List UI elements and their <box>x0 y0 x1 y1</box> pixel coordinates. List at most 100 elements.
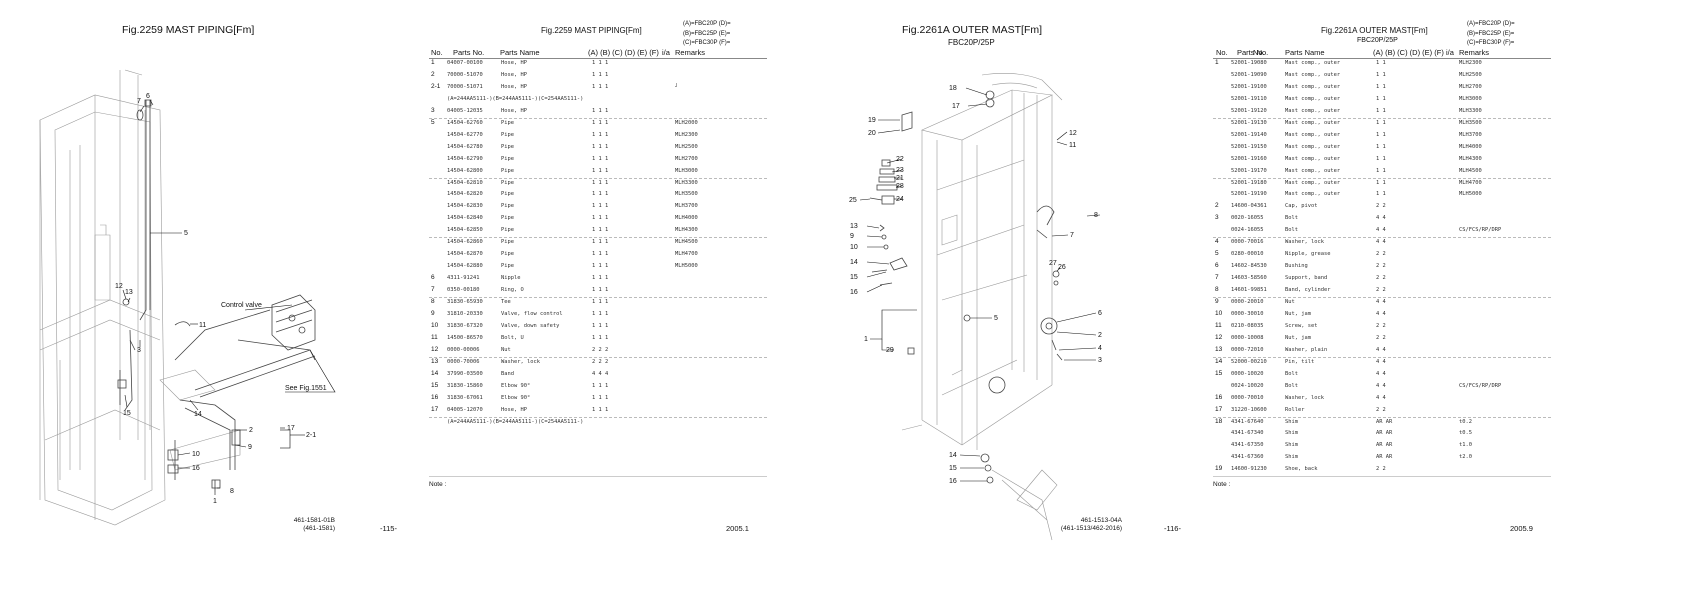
header-model-columns: (A) (B) (C) (D) (E) (F) <box>588 48 659 57</box>
part-name: Elbow 90° <box>501 394 531 401</box>
row-separator <box>429 356 767 358</box>
part-number: 14500-86570 <box>447 334 483 341</box>
part-name: Hose, HP <box>501 83 527 90</box>
remarks: MLH2500 <box>675 143 698 150</box>
remarks: MLH3700 <box>1459 131 1482 138</box>
part-number: 0000-00006 <box>447 346 480 353</box>
part-number: 0000-20010 <box>1231 299 1264 305</box>
callout-2: 2 <box>249 427 253 434</box>
part-number: (A=244AA5111-)(B=244AA5111-)(C=254AA5111… <box>447 95 584 102</box>
remarks: MLH2300 <box>1459 60 1482 66</box>
callout-26: 26 <box>1058 264 1066 271</box>
part-name: Bolt <box>1285 215 1298 222</box>
note-label: Note : <box>429 481 447 488</box>
row-number: 17 <box>1215 405 1223 413</box>
part-name: Bolt <box>1285 370 1298 377</box>
part-name: Ring, O <box>501 287 524 294</box>
part-name: Pipe <box>501 215 514 222</box>
callout-2: 2 <box>1098 332 1102 339</box>
part-name: Pipe <box>501 203 514 210</box>
quantity-by-model: 4 4 <box>1376 215 1386 222</box>
quantity-by-model: 1 1 1 <box>592 251 609 258</box>
part-number: 14504-62870 <box>447 251 483 258</box>
part-number: 31220-10600 <box>1231 406 1267 413</box>
part-name: Cap, pivot <box>1285 203 1318 210</box>
part-number: 0000-70006 <box>447 358 480 365</box>
part-name: Pipe <box>501 179 514 186</box>
callout-5: 5 <box>184 230 188 237</box>
remarks: MLH4700 <box>1459 179 1482 186</box>
part-number: 14504-62880 <box>447 263 483 270</box>
callout-15: 15 <box>850 274 858 281</box>
part-number: 52000-00210 <box>1231 358 1267 365</box>
quantity-by-model: 1 1 1 <box>592 167 609 174</box>
quantity-by-model: 1 1 <box>1376 95 1386 102</box>
part-number: 31830-67061 <box>447 394 483 401</box>
remarks: ┘ <box>675 83 679 90</box>
remarks: MLH4300 <box>1459 155 1482 162</box>
part-name: Nipple, grease <box>1285 251 1331 258</box>
figure-title: Fig.2259 MAST PIPING[Fm] <box>122 24 255 36</box>
part-number: 52001-19160 <box>1231 155 1267 162</box>
row-number: 14 <box>1215 357 1223 365</box>
quantity-by-model: 1 1 1 <box>592 382 609 389</box>
callout-19: 19 <box>868 117 876 124</box>
part-name: Mast comp., outer <box>1285 107 1341 114</box>
part-number: 52001-19130 <box>1231 119 1267 126</box>
part-number: 31830-15860 <box>447 382 483 389</box>
part-name: Hose, HP <box>501 71 527 78</box>
part-name: Pipe <box>501 167 514 174</box>
callout-17: 17 <box>952 103 960 110</box>
quantity-by-model: 1 1 1 <box>592 203 609 210</box>
legend-line: (A)=FBC20P (D)= <box>1467 21 1515 27</box>
callout-16: 16 <box>192 465 200 472</box>
remarks: MLH4000 <box>1459 143 1482 150</box>
quantity-by-model: 1 1 1 <box>592 143 609 150</box>
quantity-by-model: 1 1 1 <box>592 215 609 222</box>
part-number: 14504-62820 <box>447 191 483 198</box>
quantity-by-model: 1 1 <box>1376 107 1386 114</box>
callout-24: 24 <box>896 196 904 203</box>
quantity-by-model: 1 1 1 <box>592 275 609 282</box>
callout-7: 7 <box>1070 232 1074 239</box>
part-name: Pipe <box>501 191 514 198</box>
remarks: MLH4500 <box>675 239 698 246</box>
quantity-by-model: 1 1 <box>1376 167 1386 174</box>
remarks: MLH3300 <box>1459 107 1482 114</box>
part-number: 14504-62810 <box>447 179 483 186</box>
quantity-by-model: 1 1 1 <box>592 263 609 270</box>
part-number: 0000-72010 <box>1231 346 1264 353</box>
row-number: 10 <box>431 321 439 329</box>
part-name: Mast comp., outer <box>1285 71 1341 78</box>
row-number: 9 <box>431 309 435 317</box>
remarks: MLH2000 <box>675 119 698 126</box>
part-number: 14504-62780 <box>447 143 483 150</box>
part-number: 4341-67640 <box>1231 418 1264 425</box>
table-subtitle: FBC20P/25P <box>1357 37 1398 44</box>
quantity-by-model: 1 1 1 <box>592 191 609 198</box>
header-remarks: Remarks <box>675 48 706 57</box>
part-number: 70000-51071 <box>447 83 483 90</box>
legend-line: (C)=FBC30P (F)= <box>683 40 731 46</box>
callout-3: 3 <box>137 347 141 354</box>
quantity-by-model: 4 4 <box>1376 382 1386 389</box>
quantity-by-model: 2 2 <box>1376 287 1386 294</box>
part-number: 14504-62840 <box>447 215 483 222</box>
quantity-by-model: 2 2 <box>1376 466 1386 473</box>
control-valve-label: Control valve <box>221 302 262 309</box>
callout-25: 25 <box>849 197 857 204</box>
